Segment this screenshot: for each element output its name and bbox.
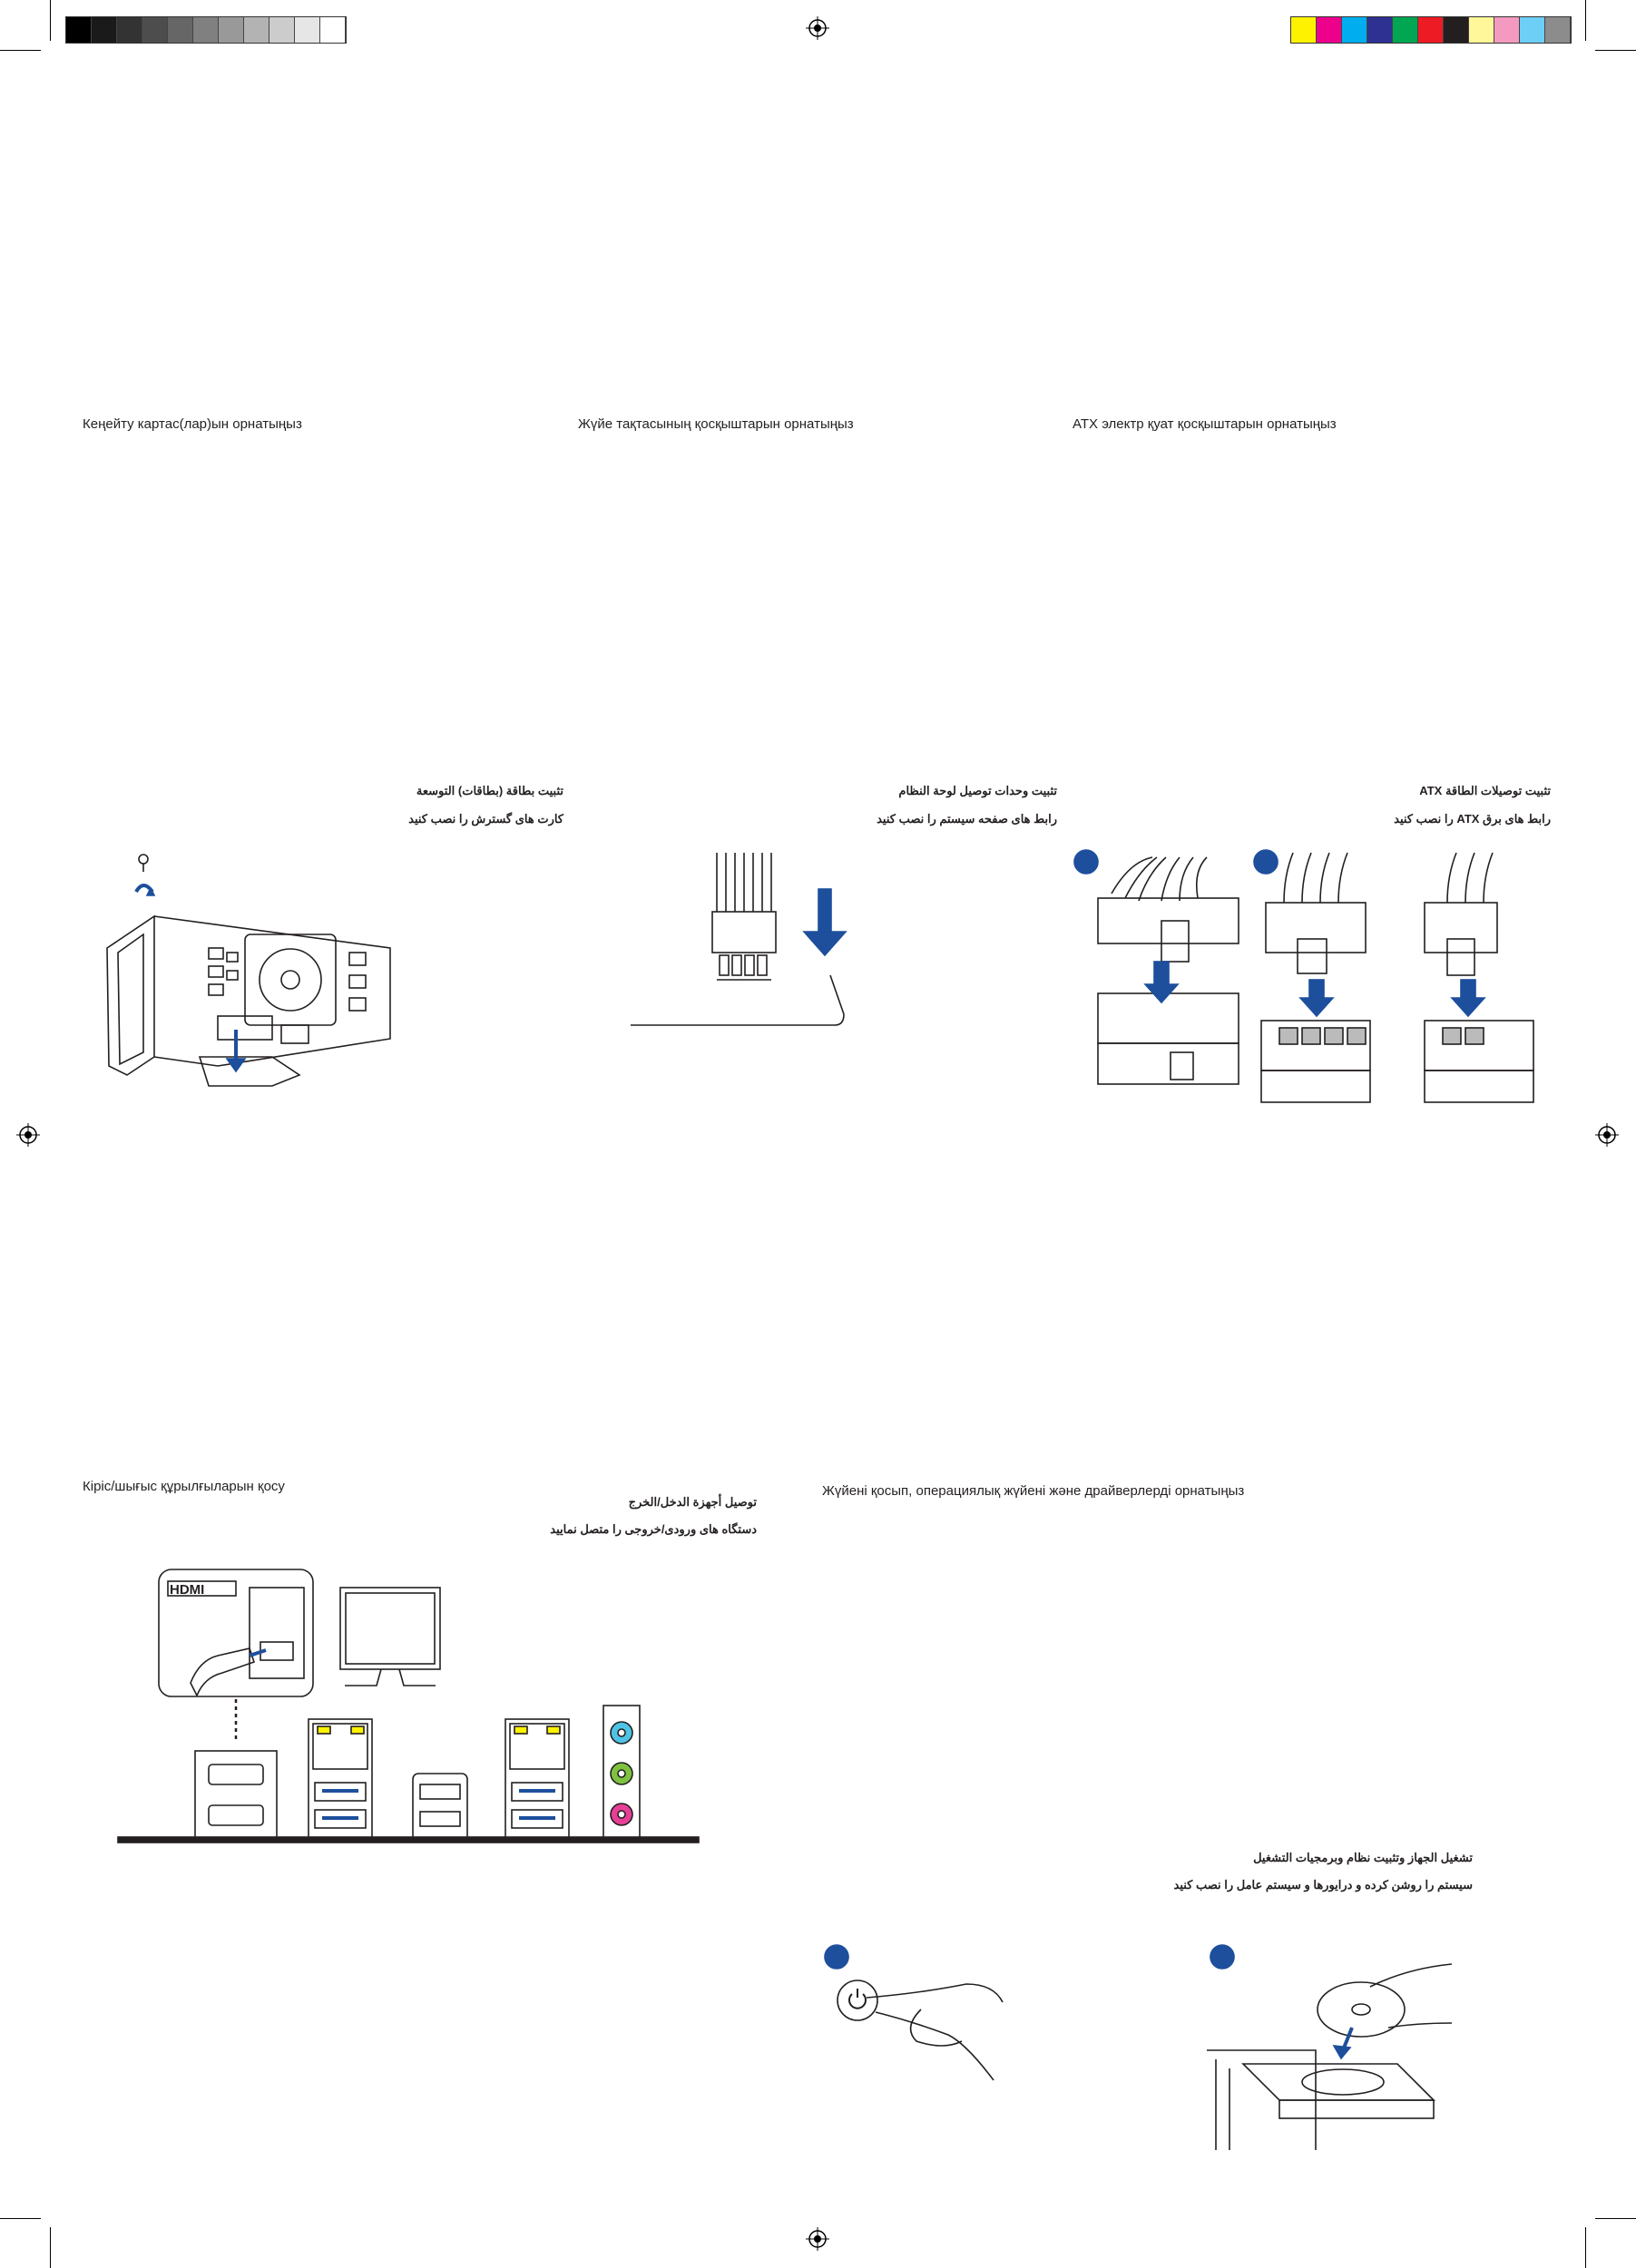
gray-swatch [142, 17, 168, 43]
color-swatch [1342, 17, 1367, 43]
system-rtl-subtitle: سیستم را روشن کرده و درایورها و سیستم عا… [1173, 1878, 1474, 1892]
atx-rtl-subtitle: رابط های برق ATX را نصب کنید [1394, 812, 1551, 826]
panel-rtl-subtitle: رابط های صفحه سیستم را نصب کنید [877, 812, 1057, 826]
atx-power-heading: ATX электр қуат қосқыштарын орнатыңыз [1073, 416, 1337, 432]
panel-connector-illustration [631, 853, 847, 1026]
grayscale-calibration-bar [65, 16, 347, 44]
color-swatch [1444, 17, 1469, 43]
expansion-rtl-subtitle: کارت های گسترش را نصب کنید [408, 812, 563, 826]
expansion-rtl-title: تثبيت بطاقة (بطاقات) التوسعة [416, 784, 563, 797]
gray-swatch [269, 17, 295, 43]
color-swatch [1367, 17, 1393, 43]
color-swatch [1545, 17, 1571, 43]
atx-rtl-title: تثبيت توصيلات الطاقة ATX [1419, 784, 1551, 797]
io-devices-heading: Кіріс/шығыс құрылғыларын қосу [83, 1479, 285, 1494]
gray-swatch [66, 17, 92, 43]
registration-mark-icon [806, 16, 829, 40]
color-swatch [1469, 17, 1494, 43]
atx-8pin-illustration [1253, 849, 1371, 1103]
registration-mark-icon [1595, 1123, 1619, 1147]
atx-24pin-illustration [1073, 849, 1239, 1085]
step-2-badge [1253, 849, 1278, 875]
hdmi-logo: HDMI [170, 1582, 204, 1598]
crop-mark [1595, 2218, 1636, 2219]
color-swatch [1393, 17, 1418, 43]
io-rtl-title: توصيل أجهزة الدخل/الخرج [628, 1495, 757, 1509]
crop-mark [1585, 0, 1586, 41]
power-button-illustration [824, 1944, 1004, 2081]
panel-rtl-title: تثبيت وحدات توصيل لوحة النظام [898, 784, 1057, 797]
atx-4pin-illustration [1424, 852, 1534, 1103]
step-2-badge [1210, 1944, 1235, 1970]
crop-mark [50, 0, 51, 41]
io-rtl-subtitle: دستگاه های ورودی/خروجی را متصل نمایید [550, 1522, 757, 1536]
expansion-card-heading: Кеңейту картас(лар)ын орнатыңыз [83, 416, 302, 432]
crop-mark [1585, 2227, 1586, 2268]
gray-swatch [117, 17, 142, 43]
registration-mark-icon [16, 1123, 40, 1147]
step-1-badge [824, 1944, 849, 1970]
gray-swatch [168, 17, 193, 43]
color-swatch [1291, 17, 1317, 43]
system-rtl-title: تشغيل الجهاز وتثبيت نظام وبرمجيات التشغي… [1253, 1851, 1473, 1864]
color-swatch [1494, 17, 1520, 43]
gray-swatch [219, 17, 244, 43]
gray-swatch [193, 17, 219, 43]
optical-drive-illustration [1207, 1944, 1453, 2150]
registration-mark-icon [806, 2227, 829, 2251]
expansion-card-illustration [106, 854, 391, 1087]
panel-connector-heading: Жүйе тақтасының қосқыштарын орнатыңыз [578, 416, 854, 432]
gray-swatch [92, 17, 117, 43]
io-panel-illustration: HDMI [117, 1569, 700, 1843]
crop-mark [0, 50, 41, 51]
color-swatch [1418, 17, 1444, 43]
gray-swatch [295, 17, 320, 43]
gray-swatch [244, 17, 269, 43]
gray-swatch [320, 17, 346, 43]
system-setup-heading: Жүйені қосып, операциялық жүйені және др… [822, 1483, 1245, 1499]
color-calibration-bar [1290, 16, 1572, 44]
crop-mark [50, 2227, 51, 2268]
crop-mark [1595, 50, 1636, 51]
color-swatch [1317, 17, 1342, 43]
crop-mark [0, 2218, 41, 2219]
step-1-badge [1073, 849, 1099, 875]
color-swatch [1520, 17, 1545, 43]
